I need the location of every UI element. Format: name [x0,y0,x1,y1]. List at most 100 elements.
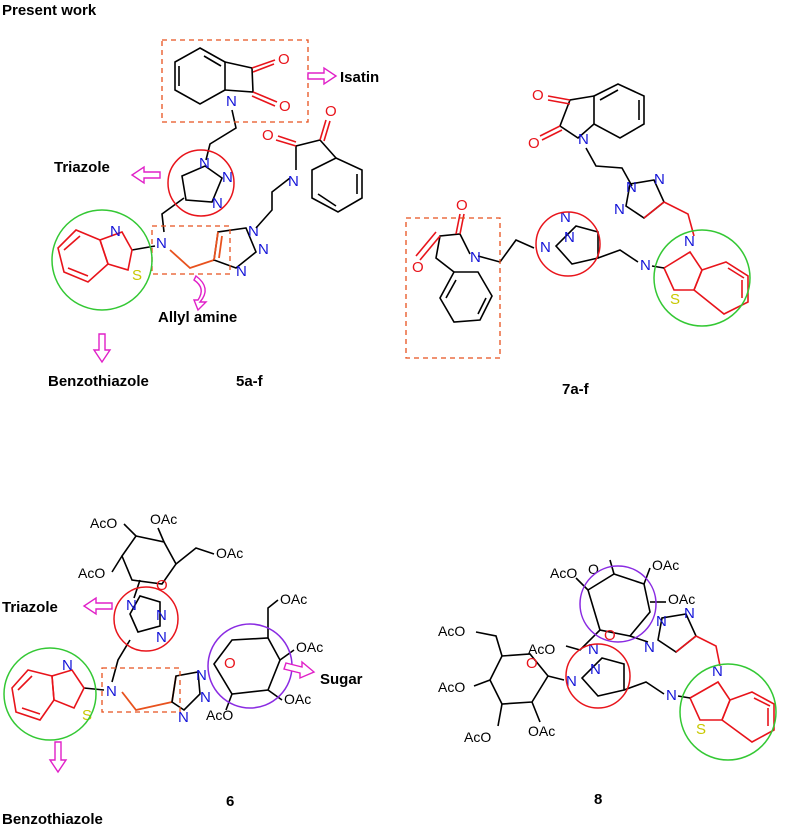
atom-o: O [456,197,468,214]
isatin-highlight-box [405,217,501,359]
atom-o: O [604,627,616,644]
triazole-highlight-circle [113,586,179,652]
triazole-highlight-circle [535,211,601,277]
benzothiazole-label: Benzothiazole [48,373,149,390]
atom-n: N [288,173,299,190]
allyl-amine-highlight-box [151,225,231,275]
acetoxy-group: AcO [438,623,465,639]
atom-n: N [588,641,599,658]
isatin-label: Isatin [340,69,379,86]
acetoxy-group: AcO [206,707,233,723]
benzothiazole-highlight-circle [679,663,777,761]
triazole-arrow-icon [130,165,161,185]
atom-n: N [156,629,167,646]
compound-label-6: 6 [226,793,234,810]
allyl-amine-highlight-box [101,667,181,713]
atom-n: N [199,155,210,172]
heading: Present work [2,2,97,19]
atom-n: N [564,229,575,246]
atom-o: O [532,87,544,104]
atom-n: N [200,689,211,706]
oac-group: O [588,561,599,577]
compound-label-8: 8 [594,791,602,808]
atom-o: O [278,51,290,68]
atom-s: S [82,707,92,724]
atom-n: N [684,233,695,250]
atom-n: N [590,661,601,678]
atom-n: N [614,201,625,218]
atom-n: N [62,657,73,674]
sugar-arrow-icon [283,660,316,680]
allyl-amine-arrow-icon [192,274,208,312]
sugar-label: Sugar [320,671,363,688]
atom-s: S [132,267,142,284]
atom-n: N [666,687,677,704]
atom-s: S [696,721,706,738]
atom-n: N [540,239,551,256]
compound-label-7a-f: 7a-f [562,381,590,398]
atom-n: N [578,131,589,148]
oac-group: OAc [280,591,307,607]
atom-n: N [712,663,723,680]
benzothiazole-highlight-circle [653,229,751,327]
atom-n: N [156,235,167,252]
triazole-highlight-circle [167,149,235,217]
atom-o: O [156,577,168,594]
atom-n: N [126,597,137,614]
benzothiazole-highlight-circle [51,209,153,311]
acetoxy-group: AcO [528,641,555,657]
allyl-amine-label: Allyl amine [158,309,237,326]
oac-group: OAc [528,723,555,739]
atom-n: N [258,241,269,258]
compound-7a-f-structure: O O N N N N N S N N N N N O O [412,83,749,323]
isatin-arrow-icon [307,66,338,86]
triazole-label: Triazole [54,159,110,176]
atom-n: N [110,223,121,240]
atom-n: N [236,263,247,280]
acetoxy-group: AcO [550,565,577,581]
atom-n: N [656,613,667,630]
atom-o: O [279,98,291,115]
atom-n: N [470,249,481,266]
atom-n: N [178,709,189,726]
atom-n: N [106,683,117,700]
atom-s: S [670,291,680,308]
atom-n: N [684,605,695,622]
benzothiazole-arrow-icon [48,741,68,774]
atom-n: N [226,93,237,110]
atom-o: O [528,135,540,152]
atom-n: N [654,171,665,188]
acetoxy-group: AcO [464,729,491,745]
triazole-highlight-circle [565,643,631,709]
atom-n: N [626,179,637,196]
oac-group: OAc [150,511,177,527]
sugar-highlight-circle [579,565,657,643]
benzothiazole-highlight-circle [3,647,97,741]
atom-o: O [325,103,337,120]
atom-o: O [262,127,274,144]
atom-n: N [248,223,259,240]
compound-5a-f-structure: O O N N N N N N N N N O O N [57,47,363,284]
atom-n: N [196,667,207,684]
atom-n: N [156,607,167,624]
benzothiazole-label: Benzothiazole [2,811,103,827]
compound-6-structure: O OAc AcO OAc AcO N N N N N N N O OAc OA… [11,511,323,726]
atom-o: O [224,655,236,672]
atom-n: N [560,209,571,226]
oac-group: OAc [296,639,323,655]
benzothiazole-arrow-icon [92,333,112,364]
triazole-arrow-icon [82,596,113,616]
atom-o: O [526,655,538,672]
oac-group: OAc [216,545,243,561]
compound-label-5a-f: 5a-f [236,373,264,390]
acetoxy-group: AcO [90,515,117,531]
oac-group: OAc [284,691,311,707]
oac-group: OAc [652,557,679,573]
oac-group: OAc [668,591,695,607]
atom-n: N [640,257,651,274]
atom-o: O [412,259,424,276]
atom-n: N [566,673,577,690]
acetoxy-group: AcO [438,679,465,695]
atom-n: N [212,195,223,212]
isatin-highlight-box [161,39,309,123]
